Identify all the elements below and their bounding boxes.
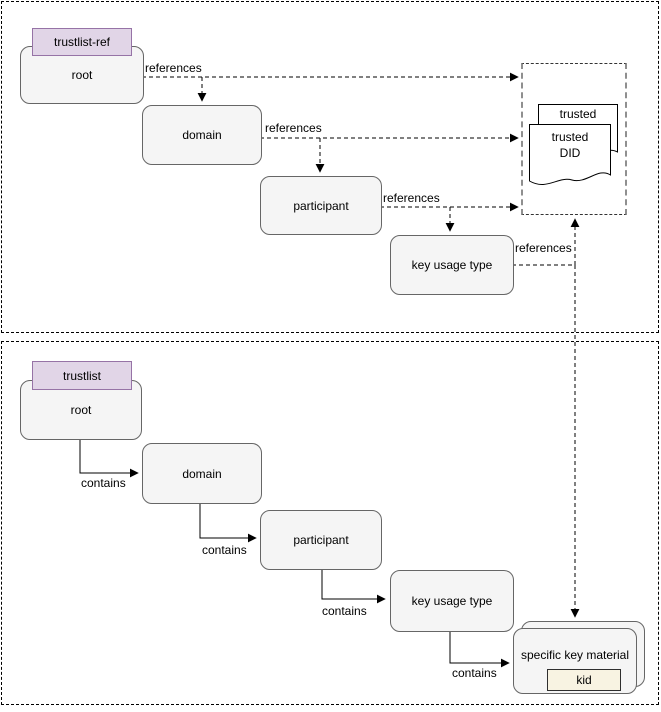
document-front-label-line2: DID: [559, 146, 581, 160]
edge-label-contains-3: contains: [322, 604, 367, 618]
node-participant-ref: participant: [260, 176, 382, 235]
trustlist-ref-tag-label: trustlist-ref: [53, 35, 110, 49]
node-key-usage-label: key usage type: [411, 594, 493, 608]
edge-label-references-participant: references: [383, 191, 440, 205]
node-domain-ref-label: domain: [182, 128, 222, 142]
node-participant: participant: [260, 510, 382, 570]
node-root: root: [20, 380, 142, 440]
node-root-label: root: [70, 403, 92, 417]
node-domain-label: domain: [182, 466, 222, 481]
node-domain-ref: domain: [142, 105, 262, 165]
node-participant-ref-label: participant: [293, 198, 349, 213]
card-key-material-front-label: specific key material: [520, 648, 630, 662]
trusted-did-group-frame: [521, 63, 627, 215]
card-key-material-front: specific key material kid: [513, 628, 637, 694]
node-key-usage-ref-label: key usage type: [411, 258, 493, 272]
edge-label-references-root: references: [145, 61, 202, 75]
document-back-label: trusted: [559, 107, 597, 121]
edge-domain-contains-participant: [199, 502, 257, 543]
edge-label-references-key-usage: references: [515, 241, 572, 255]
edge-label-references-domain: references: [265, 121, 322, 135]
edge-keyusage-contains-keymaterial: [449, 630, 510, 668]
node-key-usage-ref: key usage type: [390, 235, 514, 295]
trustlist-ref-tag: trustlist-ref: [32, 28, 132, 56]
trustlist-tag-label: trustlist: [62, 368, 101, 383]
edge-label-contains-2: contains: [202, 543, 247, 557]
trustlist-tag: trustlist: [32, 361, 132, 390]
kid-field-label: kid: [576, 673, 592, 687]
edge-label-contains-1: contains: [81, 476, 126, 490]
node-root-ref-label: root: [71, 68, 93, 82]
node-domain: domain: [142, 443, 262, 504]
node-participant-label: participant: [293, 533, 349, 547]
edge-root-contains-domain: [79, 438, 139, 478]
document-front-label-line1: trusted: [551, 130, 589, 144]
edge-participant-contains-keyusage: [321, 568, 386, 604]
top-section-frame: [1, 1, 659, 333]
document-front-icon: [529, 124, 611, 185]
edge-label-contains-4: contains: [452, 666, 497, 680]
node-key-usage: key usage type: [390, 570, 514, 632]
bottom-section-frame: [1, 341, 659, 705]
kid-field: kid: [547, 669, 621, 691]
document-front-label: trusted DID: [529, 129, 611, 161]
